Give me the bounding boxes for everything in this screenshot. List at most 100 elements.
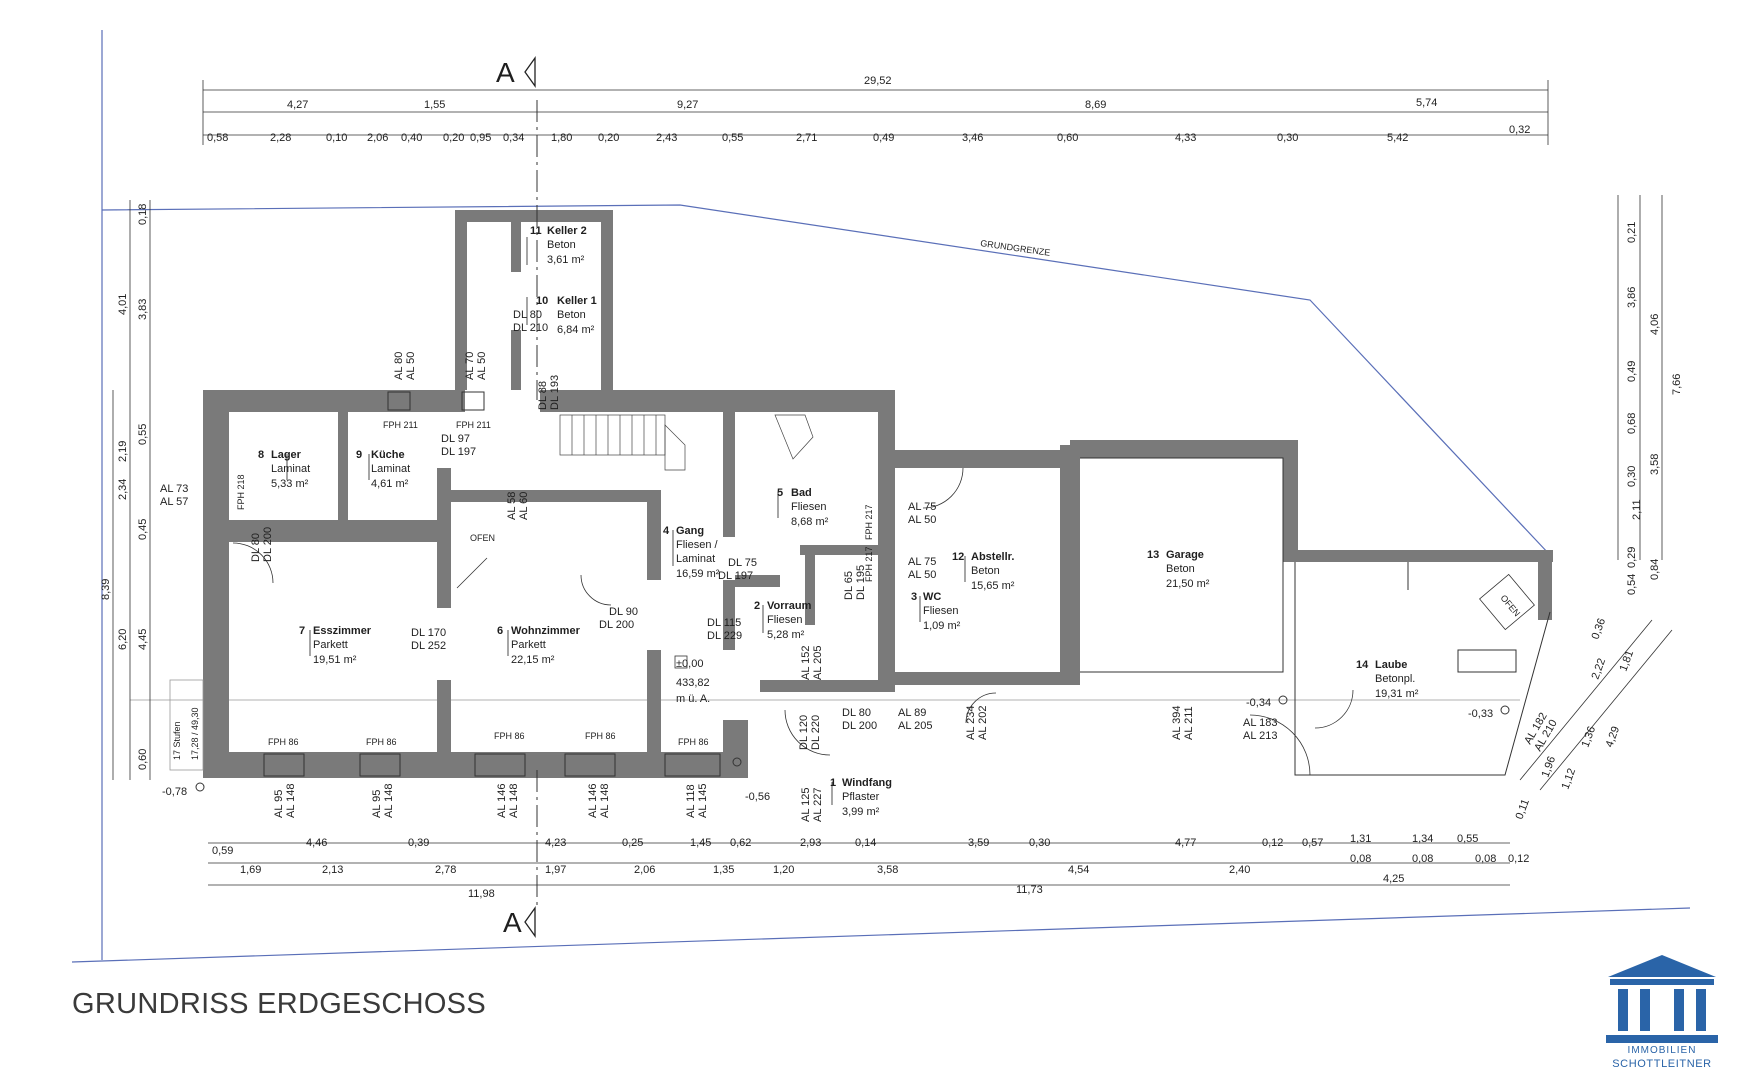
svg-text:AL 89: AL 89 (898, 707, 926, 719)
room-5-label: 5 (777, 487, 783, 499)
svg-text:Pflaster: Pflaster (842, 791, 880, 803)
svg-text:-0,34: -0,34 (1246, 697, 1271, 709)
room-labels (286, 237, 966, 805)
svg-text:2,93: 2,93 (800, 837, 821, 849)
svg-text:4,29: 4,29 (1604, 725, 1623, 749)
svg-text:DL 80: DL 80 (513, 309, 542, 321)
svg-text:0,68: 0,68 (1626, 413, 1638, 434)
svg-text:0,45: 0,45 (137, 519, 149, 540)
dims-right-diagonal: 2,22 1,81 4,29 1,36 1,12 1,96 0,11 0,36 (1514, 617, 1637, 821)
svg-text:FPH 217: FPH 217 (864, 546, 874, 582)
fph-labels: FPH 211 FPH 211 FPH 218 FPH 217 FPH 217 … (236, 420, 874, 747)
svg-text:5,33 m²: 5,33 m² (271, 478, 309, 490)
svg-text:AL 80: AL 80 (393, 352, 405, 380)
svg-text:0,08: 0,08 (1475, 853, 1496, 865)
section-mark-bottom: A (503, 907, 522, 938)
svg-text:2,06: 2,06 (634, 864, 655, 876)
svg-text:DL 120: DL 120 (798, 715, 810, 750)
svg-text:0,12: 0,12 (1508, 853, 1529, 865)
svg-text:2,11: 2,11 (1631, 499, 1643, 520)
svg-text:15,65 m²: 15,65 m² (971, 580, 1015, 592)
svg-text:21,50 m²: 21,50 m² (1166, 578, 1210, 590)
svg-text:0,55: 0,55 (1457, 833, 1478, 845)
svg-text:0,55: 0,55 (722, 132, 743, 144)
svg-text:Parkett: Parkett (511, 639, 546, 651)
svg-text:4,33: 4,33 (1175, 132, 1196, 144)
svg-text:-0,33: -0,33 (1468, 708, 1493, 720)
svg-text:AL 50: AL 50 (476, 352, 488, 380)
svg-text:0,08: 0,08 (1412, 853, 1433, 865)
svg-text:Laube: Laube (1375, 659, 1407, 671)
svg-text:Laminat: Laminat (371, 463, 410, 475)
svg-text:0,10: 0,10 (326, 132, 347, 144)
svg-text:DL 80: DL 80 (842, 707, 871, 719)
svg-text:4,46: 4,46 (306, 837, 327, 849)
svg-text:8,68 m²: 8,68 m² (791, 516, 829, 528)
svg-text:Vorraum: Vorraum (767, 600, 812, 612)
svg-text:AL 146: AL 146 (496, 784, 508, 818)
svg-text:AL 234: AL 234 (965, 706, 977, 740)
room-2-label: 2 (754, 600, 760, 612)
svg-text:AL 75: AL 75 (908, 556, 936, 568)
svg-text:AL 205: AL 205 (898, 720, 932, 732)
logo-text-line1: IMMOBILIEN (1627, 1045, 1697, 1056)
room-3-label: 3 (911, 591, 917, 603)
room-12-label: 12 (952, 551, 964, 563)
svg-text:AL 202: AL 202 (977, 706, 989, 740)
svg-text:0,30: 0,30 (1277, 132, 1298, 144)
svg-text:3,46: 3,46 (962, 132, 983, 144)
dims-top: 29,52 4,27 1,55 9,27 8,69 5,74 0,58 2,28… (207, 75, 1530, 144)
svg-text:3,86: 3,86 (1626, 287, 1638, 308)
level-marks: -0,78 -0,56 -0,34 -0,33 (162, 697, 1493, 803)
svg-text:Keller 2: Keller 2 (547, 225, 587, 237)
svg-text:DL 197: DL 197 (718, 570, 753, 582)
svg-text:AL 50: AL 50 (405, 352, 417, 380)
svg-text:4,23: 4,23 (545, 837, 566, 849)
svg-text:2,28: 2,28 (270, 132, 291, 144)
room-8-label: 8 (258, 449, 264, 461)
svg-text:1,20: 1,20 (773, 864, 794, 876)
svg-text:4,45: 4,45 (137, 629, 149, 650)
svg-text:11,73: 11,73 (1016, 884, 1043, 896)
room-13-label: 13 (1147, 549, 1159, 561)
boundary-label: GRUNDGRENZE (980, 238, 1051, 258)
svg-text:6,20: 6,20 (117, 629, 129, 650)
svg-text:0,18: 0,18 (137, 204, 149, 225)
svg-text:0,58: 0,58 (207, 132, 228, 144)
svg-text:0,59: 0,59 (212, 845, 233, 857)
svg-text:Keller 1: Keller 1 (557, 295, 597, 307)
svg-text:0,08: 0,08 (1350, 853, 1371, 865)
svg-text:2,40: 2,40 (1229, 864, 1250, 876)
svg-text:AL 95: AL 95 (371, 790, 383, 818)
svg-text:1,12: 1,12 (1560, 767, 1579, 791)
svg-text:Fliesen /: Fliesen / (676, 539, 719, 551)
svg-text:2,13: 2,13 (322, 864, 343, 876)
svg-text:AL 146: AL 146 (587, 784, 599, 818)
svg-text:1,36: 1,36 (1580, 725, 1599, 749)
svg-text:0,20: 0,20 (443, 132, 464, 144)
svg-text:AL 211: AL 211 (1183, 706, 1195, 740)
stairs-label: 17 Stufen (172, 721, 182, 760)
room-10-label: 10 (536, 295, 548, 307)
svg-text:9,27: 9,27 (677, 99, 698, 111)
ofen-label-1: OFEN (470, 533, 495, 543)
room-4-label: 4 (663, 525, 670, 537)
svg-text:0,57: 0,57 (1302, 837, 1323, 849)
svg-text:-0,78: -0,78 (162, 786, 187, 798)
svg-text:Beton: Beton (1166, 563, 1195, 575)
svg-text:Fliesen: Fliesen (767, 614, 802, 626)
page-title: GRUNDRISS ERDGESCHOSS (72, 988, 486, 1020)
svg-text:0,29: 0,29 (1626, 547, 1638, 568)
svg-text:Parkett: Parkett (313, 639, 348, 651)
dim-total-top: 29,52 (864, 75, 892, 87)
svg-text:0,30: 0,30 (1626, 466, 1638, 487)
opening-labels: AL 73 AL 57 AL 80 AL 50 AL 70 AL 50 DL 8… (160, 309, 1560, 822)
svg-text:3,58: 3,58 (1649, 454, 1661, 475)
svg-text:0,20: 0,20 (598, 132, 619, 144)
svg-text:2,06: 2,06 (367, 132, 388, 144)
svg-text:Beton: Beton (971, 565, 1000, 577)
svg-text:AL 148: AL 148 (508, 784, 520, 818)
svg-text:Beton: Beton (547, 239, 576, 251)
svg-text:3,99 m²: 3,99 m² (842, 806, 880, 818)
